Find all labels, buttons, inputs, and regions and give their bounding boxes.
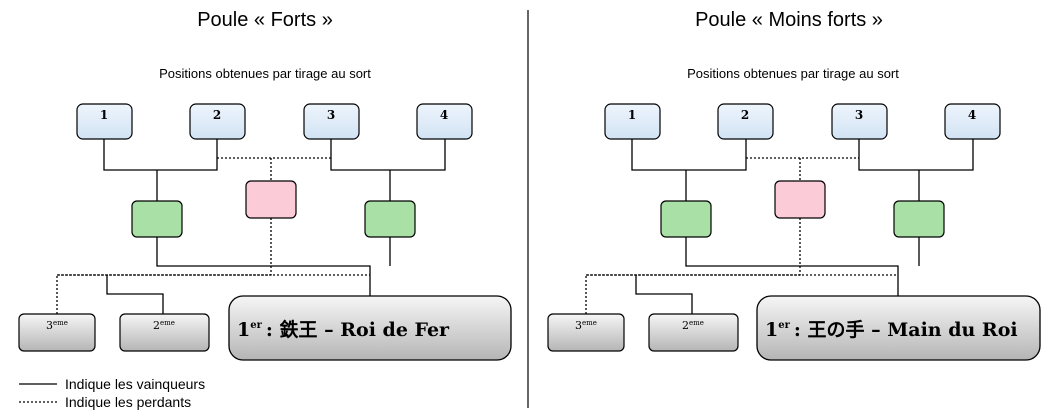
winner-rank: 1	[237, 319, 250, 341]
seed-box-2: 2	[189, 103, 246, 140]
winner-lines	[631, 139, 974, 314]
second-place-box: 2eme	[119, 313, 210, 352]
loser-lines	[56, 157, 370, 314]
seed-box-2: 2	[717, 103, 774, 140]
winner-match-right	[893, 200, 945, 238]
place-suffix: eme	[582, 319, 597, 327]
seed-box-1: 1	[604, 103, 661, 140]
seed-box-4: 4	[416, 103, 473, 140]
svg-text:2eme: 2eme	[153, 319, 175, 332]
winner-name: : 王の手 – Main du Roi	[794, 318, 1018, 341]
seed-box-4: 4	[944, 103, 1001, 140]
loser-lines	[585, 157, 898, 314]
seed-label: 4	[440, 108, 448, 122]
pool-title: Poule « Moins forts »	[695, 9, 883, 31]
pool-weaker: Poule « Moins forts » Positions obtenues…	[547, 9, 1041, 361]
pool-strong: Poule « Forts » Positions obtenues par t…	[18, 9, 512, 361]
third-place-box: 3eme	[18, 313, 96, 352]
place-number: 2	[153, 319, 160, 332]
legend-winners-label: Indique les vainqueurs	[65, 376, 205, 392]
svg-text:2eme: 2eme	[682, 319, 704, 332]
winner-suffix: er	[778, 320, 790, 331]
winner-lines	[103, 139, 446, 314]
loser-match	[774, 180, 826, 219]
seed-label: 4	[968, 108, 976, 122]
winner-box: 1er : 王の手 – Main du Roi	[756, 295, 1041, 361]
loser-match	[245, 180, 297, 219]
legend-losers-label: Indique les perdants	[65, 394, 191, 410]
winner-name: : 鉄王 – Roi de Fer	[266, 318, 450, 341]
pool-subtitle: Positions obtenues par tirage au sort	[687, 66, 899, 81]
place-number: 3	[575, 319, 582, 332]
winner-rank: 1	[765, 319, 778, 341]
svg-text:3eme: 3eme	[575, 319, 597, 332]
seed-label: 3	[327, 108, 335, 122]
place-suffix: eme	[53, 319, 68, 327]
seed-box-3: 3	[831, 103, 888, 140]
second-place-box: 2eme	[648, 313, 739, 352]
winner-match-left	[131, 200, 183, 238]
legend: Indique les vainqueurs Indique les perda…	[19, 376, 205, 410]
seed-box-3: 3	[303, 103, 360, 140]
third-place-box: 3eme	[547, 313, 625, 352]
winner-box: 1er : 鉄王 – Roi de Fer	[228, 295, 512, 361]
seed-label: 1	[628, 108, 636, 122]
place-suffix: eme	[689, 319, 704, 327]
svg-text:3eme: 3eme	[46, 319, 68, 332]
seed-label: 1	[100, 108, 108, 122]
winner-match-left	[660, 200, 712, 238]
seed-label: 2	[213, 108, 221, 122]
svg-text:1er: 王の手 – Main du Roi: 1er : 王の手 – Main du Roi	[765, 318, 1018, 341]
place-number: 3	[46, 319, 53, 332]
winner-match-right	[364, 200, 416, 238]
svg-text:1er: 鉄王 – Roi de Fer: 1er : 鉄王 – Roi de Fer	[237, 318, 450, 341]
seed-label: 2	[741, 108, 749, 122]
seed-label: 3	[855, 108, 863, 122]
place-suffix: eme	[160, 319, 175, 327]
place-number: 2	[682, 319, 689, 332]
seed-box-1: 1	[76, 103, 133, 140]
pool-subtitle: Positions obtenues par tirage au sort	[159, 66, 371, 81]
pool-title: Poule « Forts »	[197, 9, 333, 31]
winner-suffix: er	[250, 320, 262, 331]
